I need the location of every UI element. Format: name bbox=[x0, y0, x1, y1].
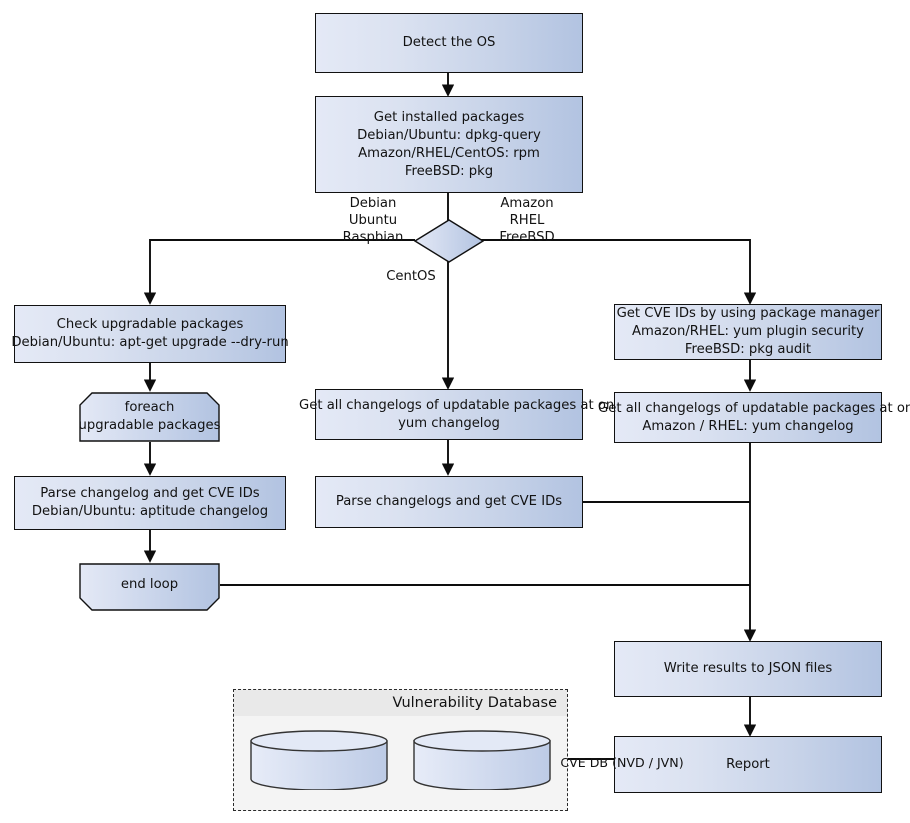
node-label-block: Get all changelogs of updatable packages… bbox=[299, 397, 630, 433]
node-label-line2: Amazon/RHEL: yum plugin security bbox=[632, 324, 864, 339]
edge-decision-left bbox=[143, 239, 415, 305]
node-label-block: foreach upgradable packages bbox=[79, 399, 221, 435]
loop-end-shape bbox=[79, 563, 220, 611]
edge-label-line1: Amazon bbox=[500, 196, 554, 211]
node-detect-the-os[interactable]: Detect the OS bbox=[315, 13, 583, 73]
node-parse-changelogs-centos[interactable]: Parse changelogs and get CVE IDs bbox=[315, 476, 583, 528]
node-parse-changelog-debian[interactable]: Parse changelog and get CVE IDs Debian/U… bbox=[14, 476, 286, 530]
edge-label-line3: Raspbian bbox=[342, 230, 404, 245]
database-cylinder-oval[interactable]: OVAL DB bbox=[249, 730, 487, 791]
node-label-line1: Check upgradable packages bbox=[56, 317, 244, 332]
cylinder-shape bbox=[413, 730, 551, 791]
node-label: end loop bbox=[120, 577, 179, 592]
node-label-line1: Get all changelogs of updatable packages… bbox=[299, 397, 630, 413]
node-get-cve-ids-package-manager[interactable]: Get CVE IDs by using package manager Ama… bbox=[614, 304, 882, 360]
node-label-line1: Get CVE IDs by using package manager bbox=[616, 306, 880, 321]
loop-start-shape bbox=[79, 392, 220, 442]
edge-label-line2: RHEL bbox=[509, 213, 545, 228]
edge-decision-right bbox=[481, 239, 757, 305]
vulnerability-database-title: Vulnerability Database bbox=[234, 690, 567, 716]
node-get-changelogs-centos[interactable]: Get all changelogs of updatable packages… bbox=[299, 389, 630, 440]
node-label: Parse changelogs and get CVE IDs bbox=[335, 494, 563, 509]
node-report[interactable]: Report bbox=[614, 736, 882, 793]
node-os-decision-diamond[interactable] bbox=[414, 219, 484, 263]
node-label: Detect the OS bbox=[402, 35, 496, 50]
node-label-line1: foreach bbox=[124, 400, 175, 415]
node-label-line2: Debian/Ubuntu: dpkg-query bbox=[357, 127, 541, 143]
node-label-line3: FreeBSD: pkg audit bbox=[684, 342, 812, 357]
edge-label-line3: FreeBSD bbox=[499, 230, 555, 245]
node-label-line1: Get all changelogs of updatable packages… bbox=[598, 400, 910, 416]
node-label-block: Parse changelog and get CVE IDs Debian/U… bbox=[32, 485, 268, 521]
edge-label-line1: CentOS bbox=[386, 269, 436, 284]
node-label-block: Get all changelogs of updatable packages… bbox=[598, 400, 910, 436]
edge-label-right-branch: Amazon RHEL FreeBSD bbox=[484, 195, 570, 246]
node-label: Write results to JSON files bbox=[663, 661, 833, 676]
node-label-line4: FreeBSD: pkg bbox=[404, 163, 494, 179]
node-label-block: Get installed packages Debian/Ubuntu: dp… bbox=[357, 109, 541, 181]
node-label-line3: Amazon/RHEL/CentOS: rpm bbox=[358, 145, 540, 161]
node-label-line2: Debian/Ubuntu: aptitude changelog bbox=[31, 504, 269, 519]
vulnerability-database-group: Vulnerability Database OVAL DB bbox=[233, 689, 684, 811]
edge-label-left-branch: Debian Ubuntu Raspbian bbox=[330, 195, 416, 246]
node-write-results-json[interactable]: Write results to JSON files bbox=[614, 641, 882, 697]
node-label-block: Get CVE IDs by using package manager Ama… bbox=[617, 305, 880, 359]
node-check-upgradable-packages[interactable]: Check upgradable packages Debian/Ubuntu:… bbox=[11, 305, 289, 363]
database-label: CVE DB (NVD / JVN) bbox=[560, 755, 684, 770]
database-cylinder-cve[interactable]: CVE DB (NVD / JVN) bbox=[412, 730, 684, 791]
node-get-changelogs-rhel[interactable]: Get all changelogs of updatable packages… bbox=[598, 392, 910, 443]
node-label-line2: yum changelog bbox=[398, 415, 500, 431]
edge-label-line1: Debian bbox=[349, 196, 397, 211]
node-label-line1: Parse changelog and get CVE IDs bbox=[40, 486, 260, 501]
node-label-line2: Debian/Ubuntu: apt-get upgrade --dry-run bbox=[11, 335, 289, 350]
cylinder-shape bbox=[250, 730, 388, 791]
node-label-block: Check upgradable packages Debian/Ubuntu:… bbox=[11, 316, 288, 352]
node-get-installed-packages[interactable]: Get installed packages Debian/Ubuntu: dp… bbox=[315, 96, 583, 193]
node-end-loop[interactable]: end loop bbox=[79, 563, 220, 611]
edge-label-line2: Ubuntu bbox=[348, 213, 398, 228]
node-label-line2: Amazon / RHEL: yum changelog bbox=[642, 418, 854, 434]
node-label: Report bbox=[726, 756, 770, 772]
node-label-line2: upgradable packages bbox=[78, 418, 221, 433]
node-foreach-upgradable-packages[interactable]: foreach upgradable packages bbox=[79, 392, 220, 442]
edge-label-center-branch: CentOS bbox=[378, 268, 444, 285]
node-label-line1: Get installed packages bbox=[373, 109, 525, 125]
